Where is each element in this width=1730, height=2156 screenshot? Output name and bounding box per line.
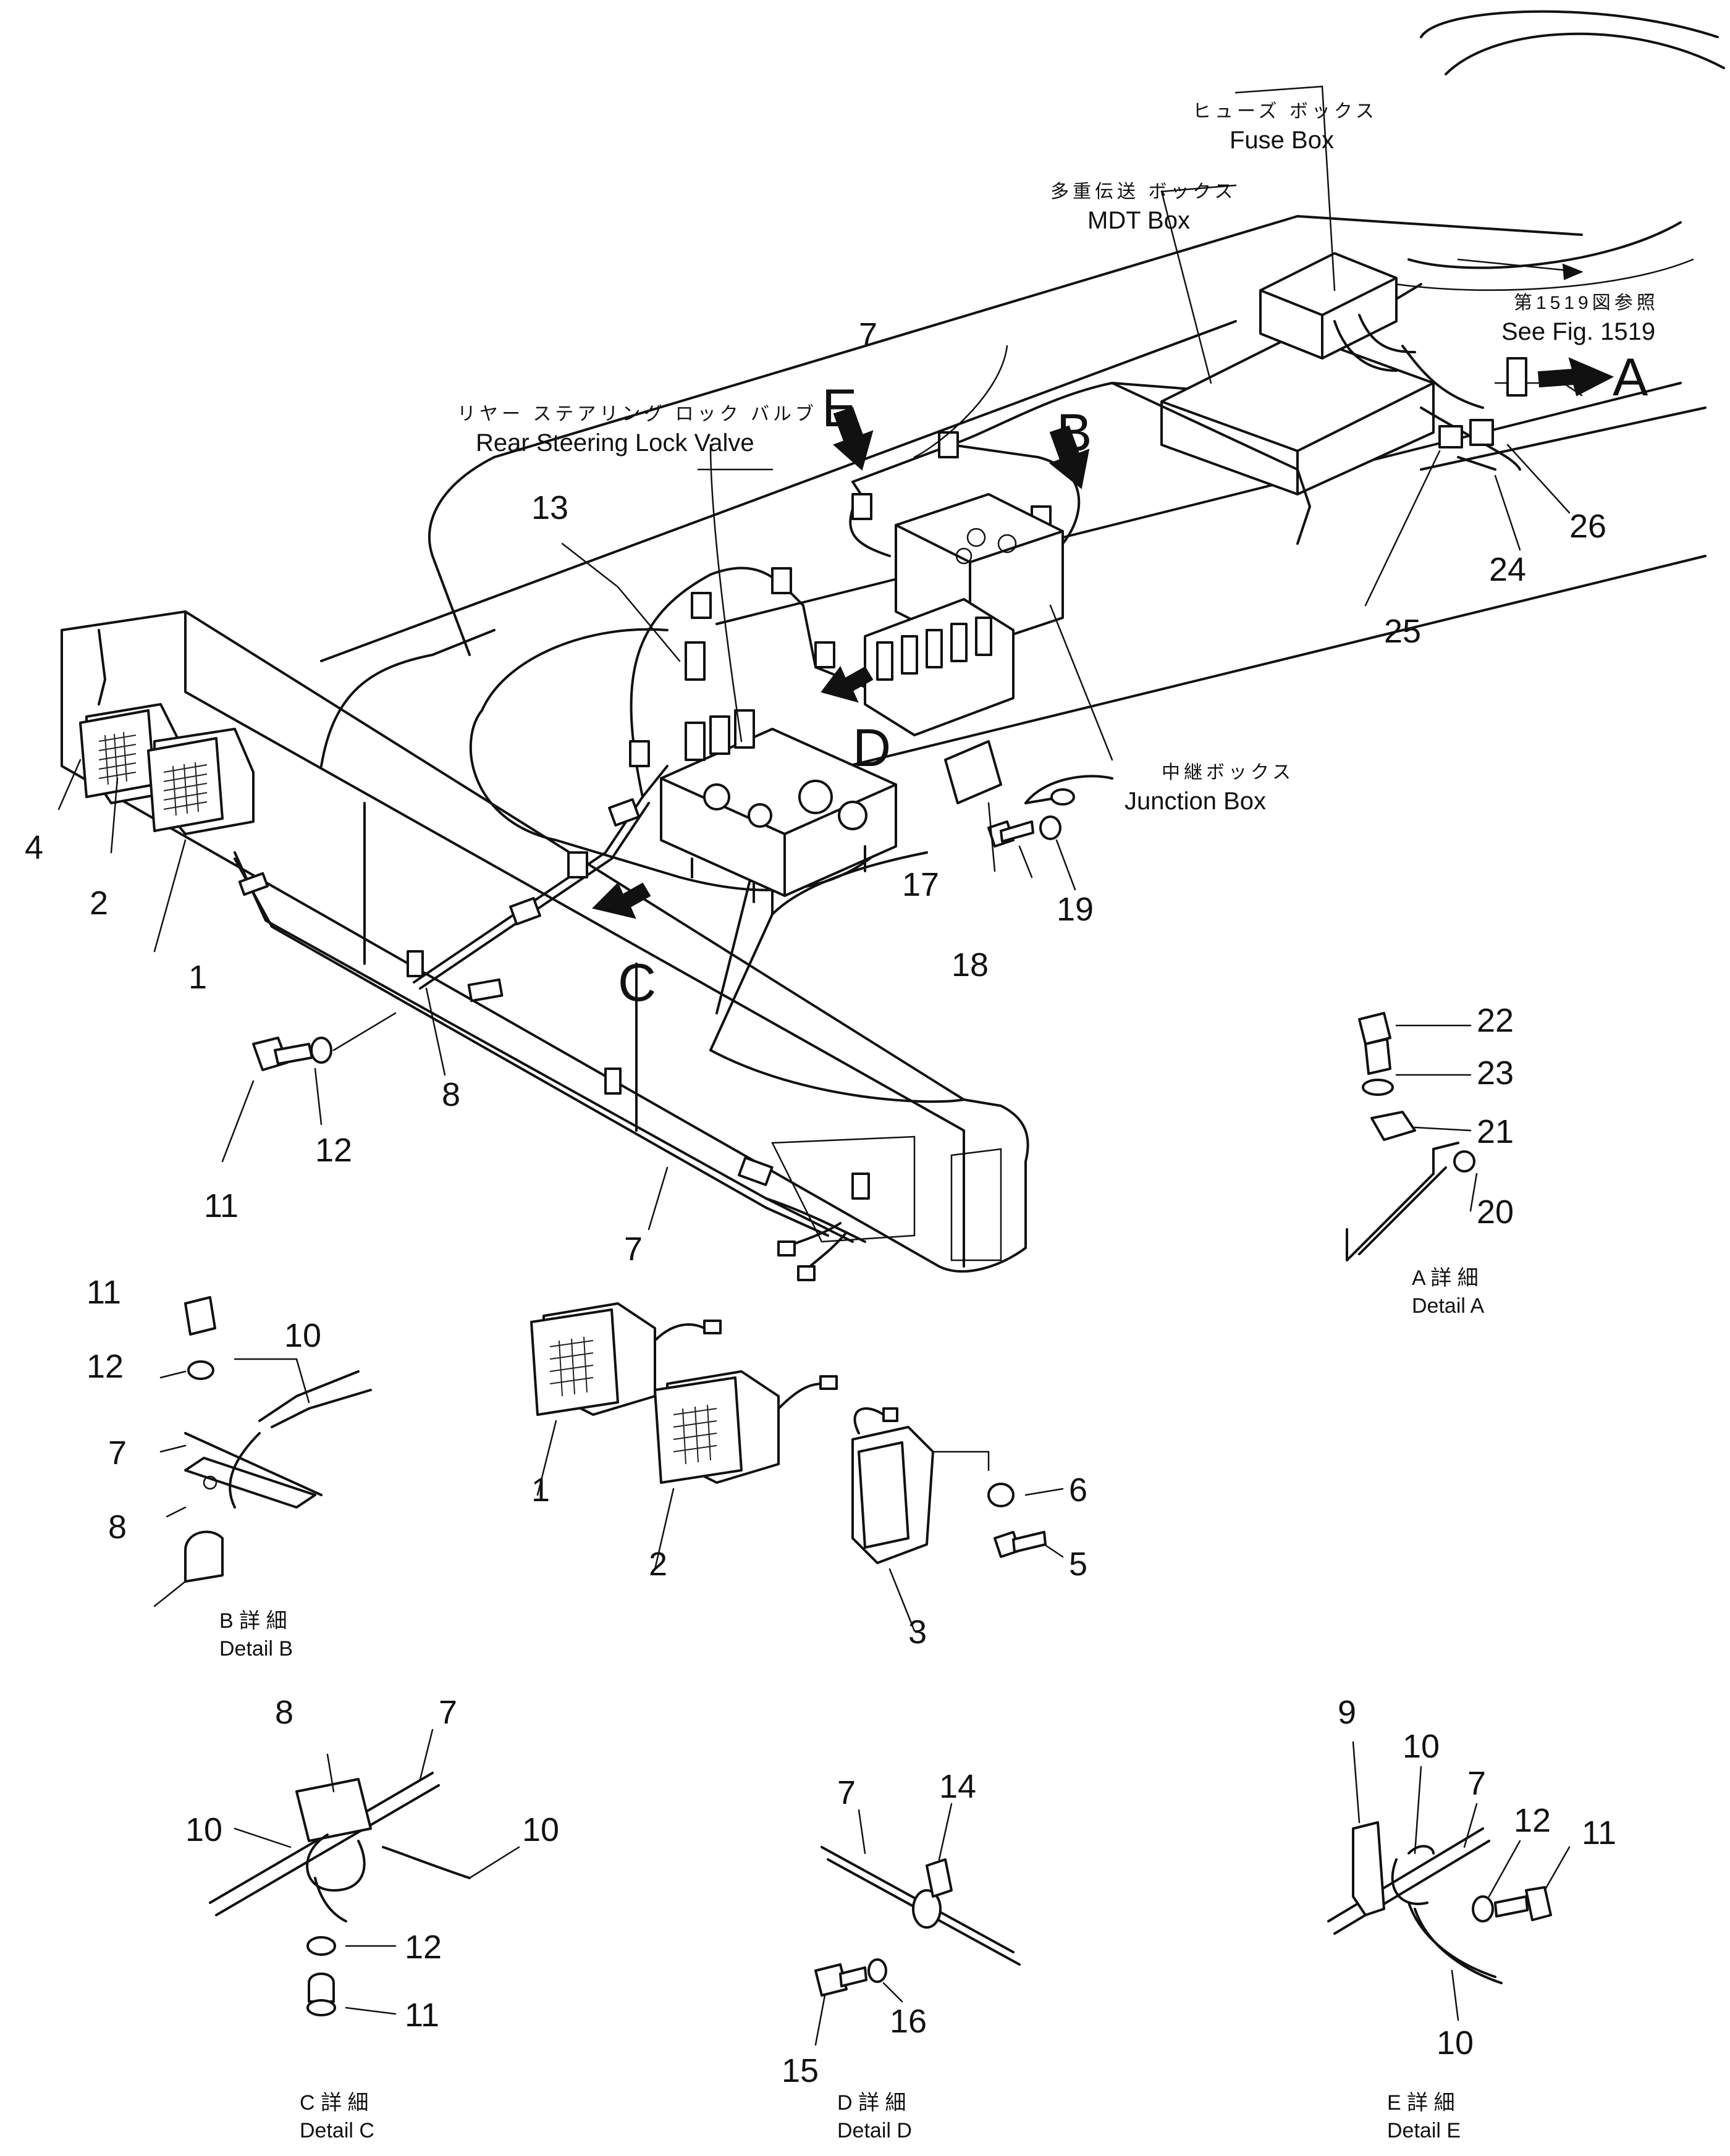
view-letter-a: A bbox=[1613, 348, 1648, 407]
rear-valve-label-jp: リヤー ステアリング ロック バルブ bbox=[457, 404, 817, 424]
view-letter-e: E bbox=[822, 379, 857, 438]
part-number-19: 19 bbox=[1057, 891, 1094, 928]
view-letter-c: C bbox=[618, 953, 656, 1013]
junction-box-label-jp: 中継ボックス bbox=[1162, 762, 1294, 783]
part-number-25: 25 bbox=[1384, 613, 1421, 650]
detail-b-part-12: 12 bbox=[86, 1348, 124, 1385]
detail-c-part-11: 11 bbox=[405, 1997, 439, 2034]
part-number-11: 11 bbox=[204, 1187, 238, 1224]
detail-d-art bbox=[814, 1803, 1021, 2046]
detail-e-labels: 9 10 7 12 11 10 E 詳 細 Detail E bbox=[1338, 1694, 1616, 2142]
part-number-18: 18 bbox=[952, 946, 989, 983]
part-number-24: 24 bbox=[1489, 551, 1526, 588]
part-number-4: 4 bbox=[25, 829, 43, 866]
machine-frame bbox=[61, 10, 1725, 1273]
detail-d-part-7: 7 bbox=[837, 1774, 856, 1811]
detail-d-title-jp: D 詳 細 bbox=[837, 2091, 906, 2115]
part-number-13: 13 bbox=[531, 489, 568, 526]
detail-e-part-12: 12 bbox=[1514, 1802, 1551, 1839]
detail-a-art bbox=[1346, 1012, 1478, 1261]
detail-c-part-10-right: 10 bbox=[522, 1811, 559, 1848]
detail-e-part-11: 11 bbox=[1582, 1814, 1616, 1851]
detail-e-part-10-top: 10 bbox=[1403, 1728, 1440, 1765]
detail-c-part-10-left: 10 bbox=[185, 1811, 222, 1848]
rear-steering-lock-valve bbox=[660, 641, 897, 903]
view-arrows bbox=[592, 357, 1614, 919]
detail-e-part-10-bottom: 10 bbox=[1437, 2024, 1474, 2061]
detail-e-title-jp: E 詳 細 bbox=[1387, 2091, 1455, 2115]
detail-d-part-14: 14 bbox=[939, 1768, 976, 1805]
part-number-17: 17 bbox=[902, 866, 939, 903]
view-letter-b: B bbox=[1057, 403, 1092, 463]
mdt-and-fuse-box bbox=[1111, 252, 1527, 545]
main-bolt-11-washer-12 bbox=[252, 1037, 332, 1071]
detail-a-part-21: 21 bbox=[1477, 1113, 1514, 1150]
detail-a-labels: 22 23 21 20 A 詳 細 Detail A bbox=[1412, 1002, 1514, 1318]
detail-e-art bbox=[1327, 1741, 1571, 2021]
part-number-6: 6 bbox=[1069, 1472, 1087, 1509]
detail-c-labels: 8 7 10 10 12 11 C 詳 細 Detail C bbox=[185, 1694, 559, 2142]
detail-a-title-jp: A 詳 細 bbox=[1412, 1266, 1479, 1290]
fuse-box-label: Fuse Box bbox=[1230, 127, 1334, 154]
detail-b-art bbox=[153, 1296, 372, 1607]
view-letters: A B C D E bbox=[618, 348, 1648, 1013]
see-fig-label-jp: 第1519図参照 bbox=[1514, 293, 1659, 313]
detail-c-title: Detail C bbox=[300, 2119, 374, 2142]
detail-e-part-7: 7 bbox=[1467, 1765, 1486, 1802]
part-number-26: 26 bbox=[1569, 508, 1606, 545]
loose-part-numbers: 1 2 3 6 5 bbox=[531, 1472, 1087, 1651]
headlamp-pair bbox=[79, 629, 255, 835]
main-part-numbers: 4 2 1 7 13 8 11 12 7 17 18 19 25 24 26 bbox=[25, 316, 1606, 1268]
detail-c-part-12: 12 bbox=[405, 1929, 442, 1966]
detail-b-title: Detail B bbox=[219, 1637, 293, 1661]
leader-lines bbox=[57, 85, 1571, 1231]
detail-b-part-7: 7 bbox=[108, 1434, 127, 1472]
detail-a-part-22: 22 bbox=[1477, 1002, 1514, 1039]
part-number-7-upper: 7 bbox=[859, 316, 877, 353]
detail-b-part-8: 8 bbox=[108, 1509, 127, 1546]
detail-a-part-23: 23 bbox=[1477, 1055, 1514, 1092]
detail-e-title: Detail E bbox=[1387, 2119, 1461, 2142]
detail-a-part-20: 20 bbox=[1477, 1194, 1514, 1231]
detail-a-title: Detail A bbox=[1412, 1294, 1484, 1318]
part-number-2-loose: 2 bbox=[649, 1546, 667, 1583]
junction-box bbox=[864, 493, 1113, 848]
detail-d-part-15: 15 bbox=[782, 2052, 819, 2089]
part-number-5: 5 bbox=[1069, 1546, 1087, 1583]
detail-e-part-9: 9 bbox=[1338, 1694, 1356, 1731]
detail-c-art bbox=[209, 1729, 520, 2016]
mdt-box-label: MDT Box bbox=[1087, 207, 1190, 234]
callout-labels: ヒューズ ボックス Fuse Box 多重伝送 ボックス MDT Box 第15… bbox=[457, 101, 1659, 815]
detail-c-part-8: 8 bbox=[275, 1694, 293, 1731]
part-number-2: 2 bbox=[90, 885, 108, 922]
loose-lamps bbox=[530, 1302, 1064, 1632]
rear-valve-label: Rear Steering Lock Valve bbox=[476, 429, 754, 457]
detail-b-part-11: 11 bbox=[86, 1274, 121, 1311]
detail-d-title: Detail D bbox=[837, 2119, 912, 2142]
detail-b-part-10: 10 bbox=[284, 1317, 321, 1354]
part-number-7-lower: 7 bbox=[624, 1231, 643, 1268]
part-number-8: 8 bbox=[442, 1076, 460, 1113]
part-number-1-loose: 1 bbox=[531, 1472, 550, 1509]
mdt-box-label-jp: 多重伝送 ボックス bbox=[1050, 182, 1236, 202]
detail-c-title-jp: C 詳 細 bbox=[300, 2091, 368, 2115]
detail-d-part-16: 16 bbox=[890, 2003, 927, 2040]
view-letter-d: D bbox=[853, 718, 891, 778]
part-number-12: 12 bbox=[315, 1132, 352, 1169]
junction-box-label: Junction Box bbox=[1124, 788, 1266, 815]
detail-b-labels: 11 10 12 7 8 B 詳 細 Detail B bbox=[86, 1274, 321, 1661]
fuse-box-label-jp: ヒューズ ボックス bbox=[1192, 101, 1378, 122]
part-number-1: 1 bbox=[188, 959, 207, 996]
detail-b-title-jp: B 詳 細 bbox=[219, 1609, 287, 1633]
detail-c-part-7: 7 bbox=[439, 1694, 457, 1731]
see-fig-label: See Fig. 1519 bbox=[1501, 318, 1655, 345]
part-number-3: 3 bbox=[908, 1614, 927, 1651]
detail-d-labels: 7 14 16 15 D 詳 細 Detail D bbox=[782, 1768, 976, 2142]
